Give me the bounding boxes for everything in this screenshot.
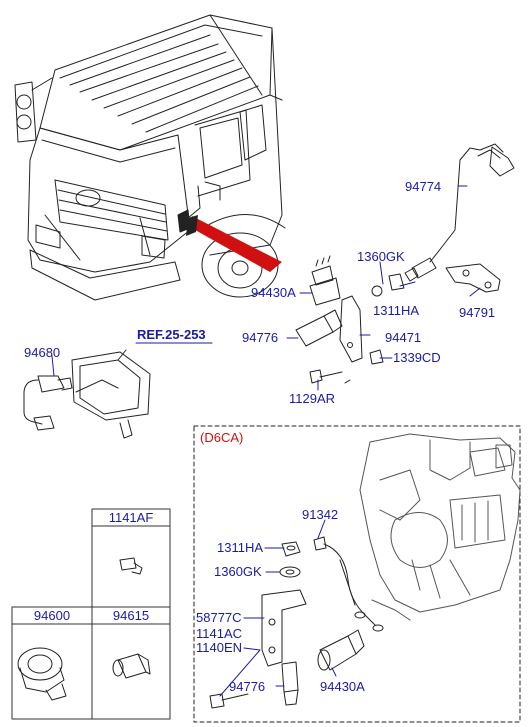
label-1339cd: 1339CD (393, 350, 441, 365)
label-91342: 91342 (302, 507, 339, 522)
label-58777c: 58777C (196, 610, 242, 625)
label-94776-bottom: 94776 (229, 679, 266, 694)
label-engine-variant: (D6CA) (200, 430, 244, 445)
label-ref-25-253[interactable]: REF.25-253 (137, 327, 206, 342)
truck-cab-drawing (14, 14, 286, 301)
bracket-94471 (339, 295, 363, 363)
switch-94430a-drawing (319, 635, 357, 671)
label-94791: 94791 (459, 305, 496, 320)
label-1311ha-top: 1311HA (373, 303, 420, 318)
sensor-cable-94774 (429, 143, 515, 263)
bracket-94791 (445, 263, 501, 293)
label-1311ha-bottom: 1311HA (217, 540, 264, 555)
label-1140en: 1140EN (196, 640, 243, 655)
table-header-94600: 94600 (33, 608, 71, 623)
label-94776-top: 94776 (242, 330, 279, 345)
red-pointer-wedge (188, 216, 282, 272)
label-94774: 94774 (405, 179, 442, 194)
label-1360gk-top: 1360GK (357, 249, 405, 264)
table-header-94615: 94615 (112, 608, 150, 623)
label-94430a-bottom: 94430A (320, 679, 365, 694)
label-1360gk-bottom: 1360GK (214, 564, 262, 579)
label-94471: 94471 (385, 330, 422, 345)
parts-table (11, 508, 171, 720)
engine-block-drawing (359, 433, 521, 621)
label-94680: 94680 (24, 345, 61, 360)
label-1129ar: 1129AR (289, 391, 336, 406)
bracket-58777c (261, 589, 307, 667)
module-drawing (71, 351, 151, 421)
table-header-1141af: 1141AF (108, 510, 154, 525)
label-1141ac: 1141AC (196, 626, 243, 641)
label-94430a-top: 94430A (251, 285, 296, 300)
sensor-94680-drawing (37, 375, 65, 393)
